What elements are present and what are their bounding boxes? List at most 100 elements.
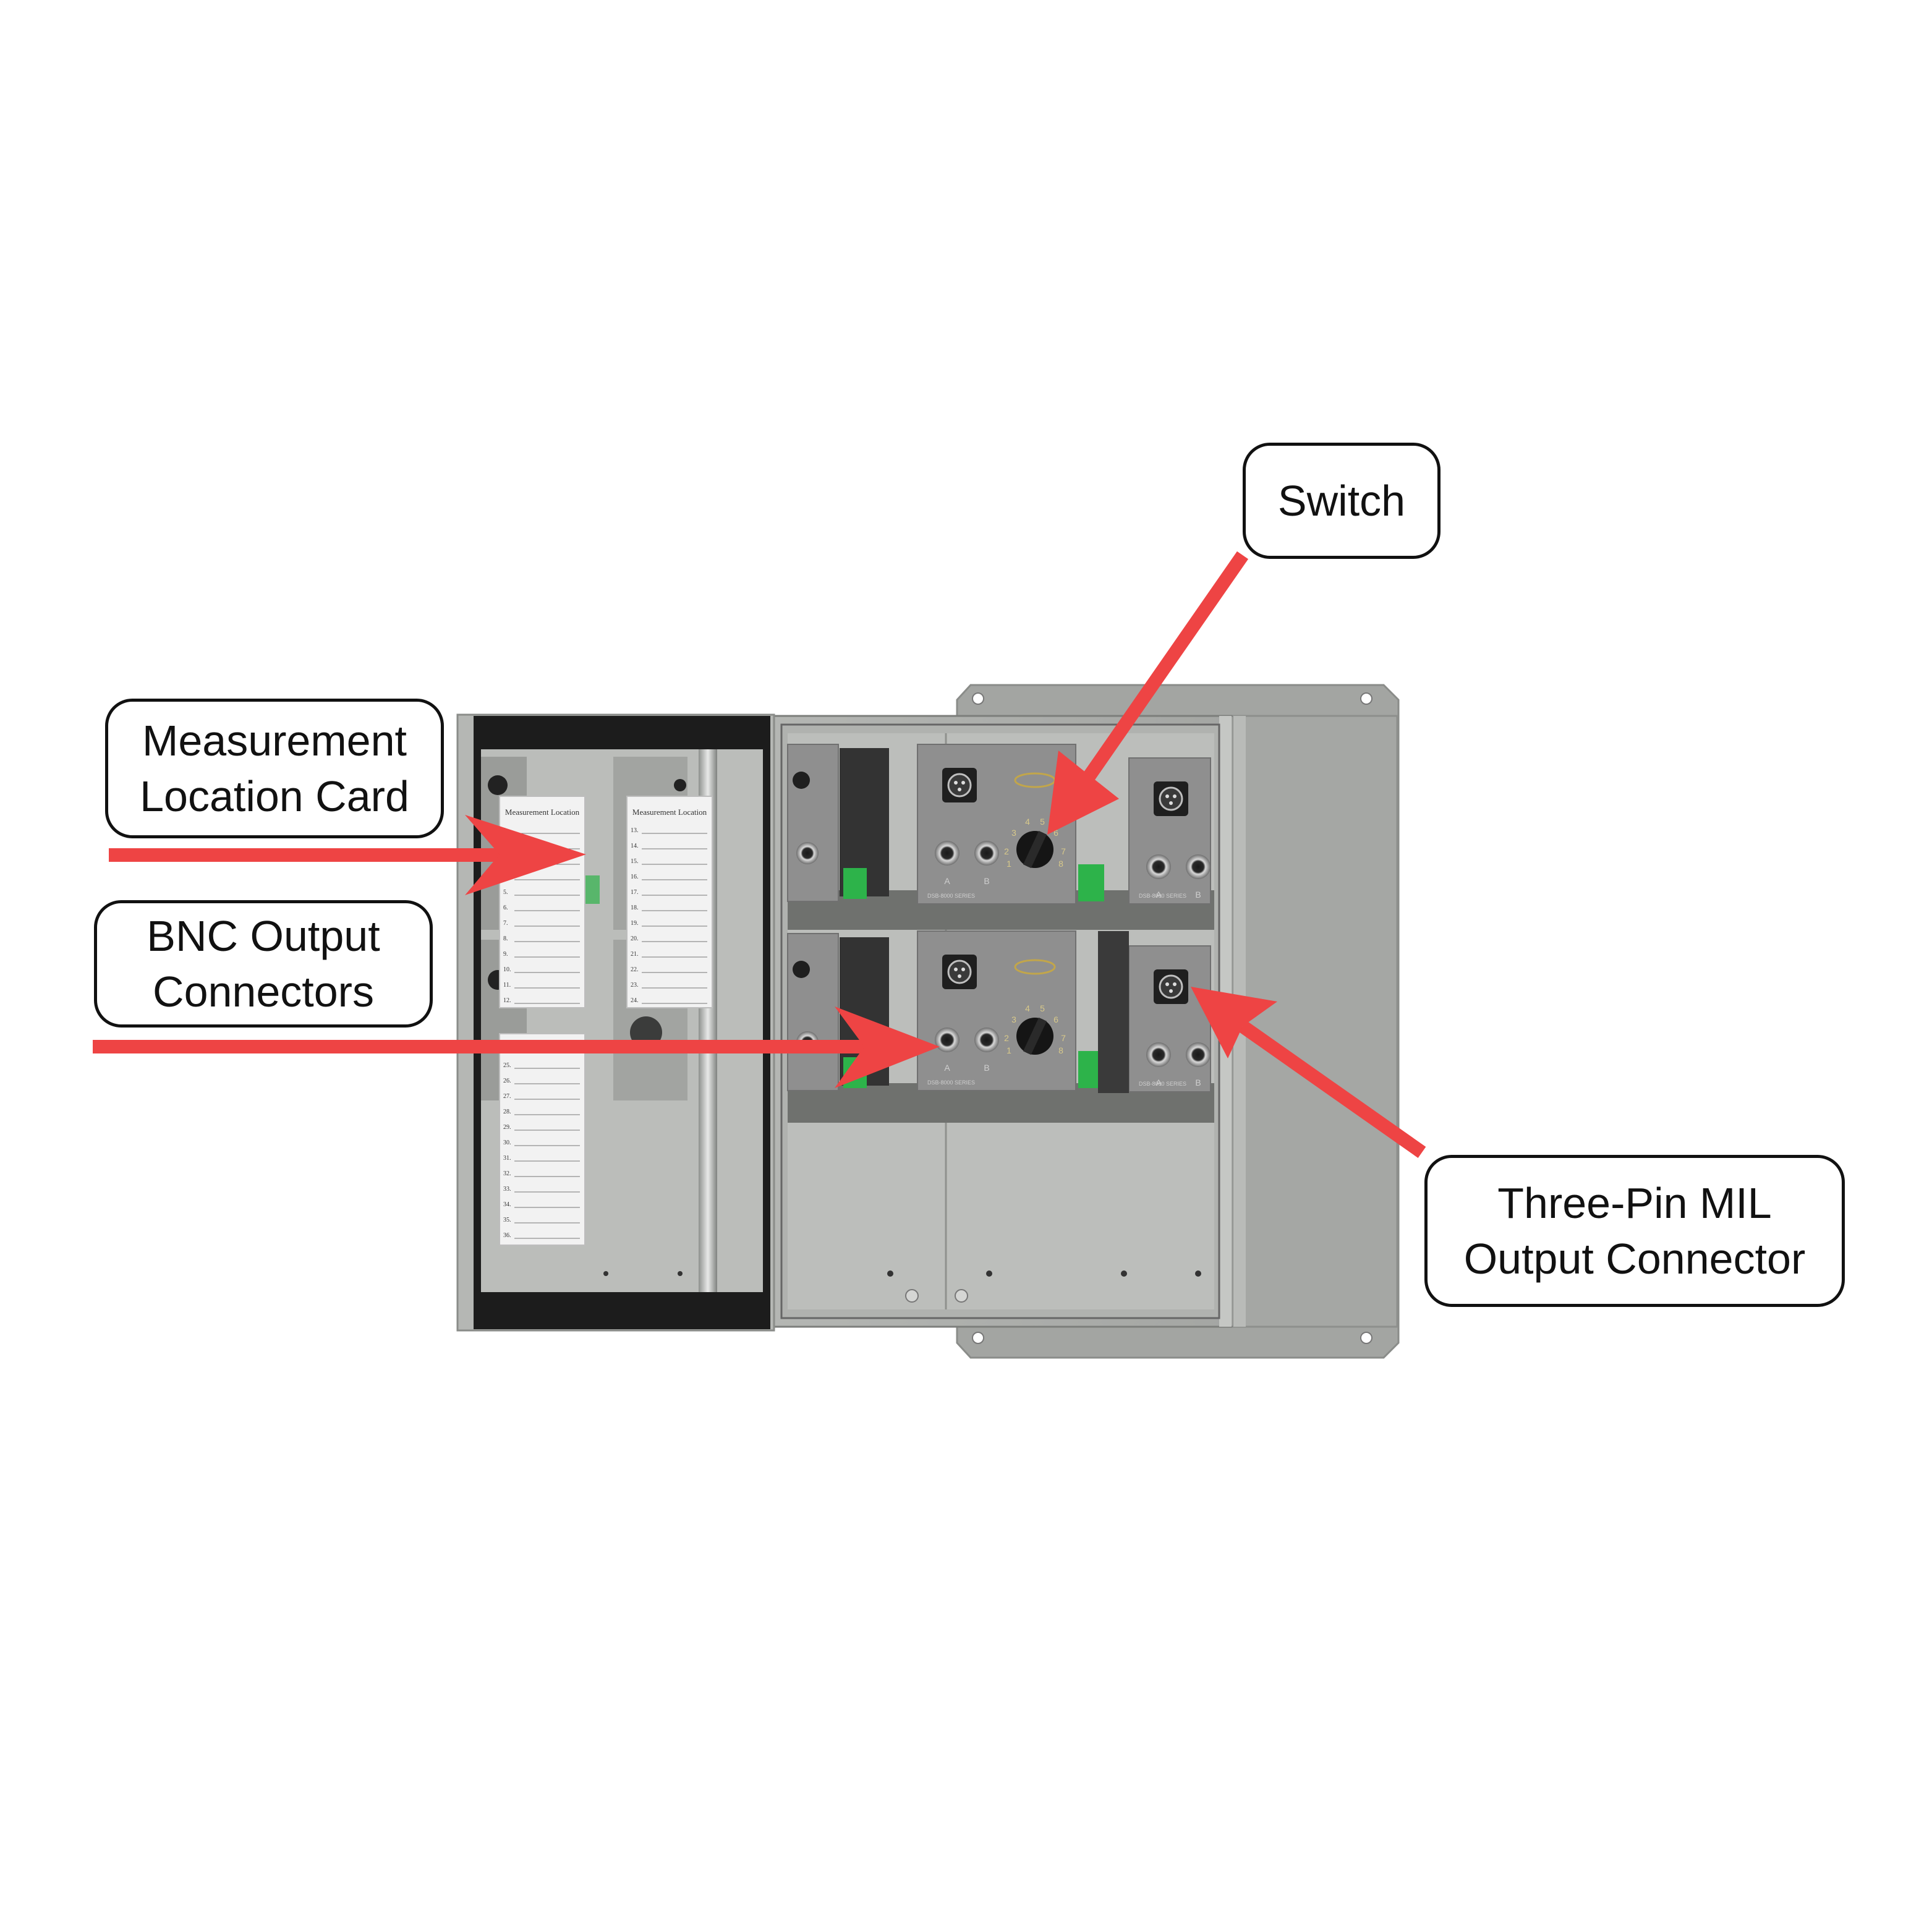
module-gap [1098, 931, 1129, 1093]
card-row-number: 20. [631, 935, 639, 942]
port-label-b: B [1195, 1078, 1201, 1087]
card-row-number: 14. [631, 843, 639, 849]
card-row-number: 36. [503, 1232, 511, 1239]
measurement-card-3: Measurement Location 25.26.27.28.29.30.3… [499, 1033, 585, 1246]
card-row-number: 33. [503, 1186, 511, 1193]
mil-connector-icon [1154, 781, 1188, 816]
switch-position-label: 1 [1006, 859, 1011, 869]
arrow-bnc-head [835, 1006, 940, 1088]
card-row-number: 15. [631, 858, 639, 865]
callout-switch: Switch [1243, 443, 1440, 559]
callout-bnc-line-1: BNC Output [147, 912, 380, 960]
callout-bnc-output-connectors: BNC Output Connectors [94, 900, 433, 1028]
switch-position-label: 2 [1004, 846, 1009, 856]
rotary-switch-icon[interactable] [1016, 1017, 1053, 1055]
arrow-switch-head [1047, 751, 1119, 835]
switch-position-label: 3 [1011, 1015, 1016, 1024]
callout-three-pin-mil-output-connector: Three-Pin MIL Output Connector [1424, 1155, 1845, 1307]
card-row-number: 32. [503, 1170, 511, 1177]
terminal-block [1078, 864, 1104, 901]
port-label-b: B [984, 876, 989, 886]
switch-position-label: 4 [1025, 1003, 1030, 1013]
bnc-connector-icon [1186, 854, 1211, 879]
card-row-number: 8. [503, 935, 508, 942]
bnc-connector-icon [974, 841, 999, 866]
bnc-connector-icon [935, 841, 960, 866]
card-row-number: 12. [503, 997, 511, 1004]
callout-measurement-location-card: Measurement Location Card [105, 699, 444, 838]
card-row-number: 26. [503, 1078, 511, 1084]
module-series-label: DSB-8000 SERIES [1139, 893, 1186, 899]
bnc-connector-icon [1186, 1042, 1211, 1067]
bnc-connector-icon [796, 842, 819, 864]
card-row-number: 18. [631, 904, 639, 911]
measurement-card-1: Measurement Location 1.2.3.4.5.6.7.8.9.1… [499, 796, 585, 1008]
port-label-b: B [984, 1063, 989, 1073]
card-row-number: 17. [631, 889, 639, 896]
card-row-number: 22. [631, 966, 639, 973]
switch-position-label: 5 [1040, 817, 1045, 827]
card-row-number: 23. [631, 982, 639, 989]
measurement-card-2: Measurement Location 13. 14. 15. 16. 17. 18. 1… [626, 796, 713, 1008]
switch-position-label: 1 [1006, 1045, 1011, 1055]
card-row-number: 25. [503, 1062, 511, 1069]
card-row-number: 35. [503, 1217, 511, 1223]
card-row-number: 30. [503, 1139, 511, 1146]
switch-position-label: 5 [1040, 1003, 1045, 1013]
signal-module-partial [787, 744, 889, 902]
arrow-switch-shaft [1082, 551, 1249, 782]
mil-connector-icon [793, 961, 810, 978]
rotary-switch-icon[interactable] [1016, 830, 1053, 869]
card-row-number: 31. [503, 1155, 511, 1162]
card-row-number: 6. [503, 904, 508, 911]
switch-position-label: 8 [1058, 1045, 1063, 1055]
arrow-card-head [465, 815, 586, 895]
bnc-connector-icon [935, 1028, 960, 1052]
card-row-number: 34. [503, 1201, 511, 1208]
card-row-number: 24. [631, 997, 639, 1004]
port-label-a: A [1155, 1078, 1162, 1087]
callout-mil-line-1: Three-Pin MIL [1497, 1179, 1772, 1227]
card-row-number: 27. [503, 1093, 511, 1100]
callout-switch-line-1: Switch [1277, 477, 1406, 525]
callout-card-line-1: Measurement [142, 717, 407, 765]
callout-bnc-line-2: Connectors [153, 968, 374, 1016]
card-row-number: 11. [503, 982, 511, 989]
card-row-number: 9. [503, 951, 508, 958]
mil-connector-icon [942, 768, 977, 802]
arrow-bnc-shaft [93, 1040, 909, 1053]
signal-module: A B DSB-8000 SERIES [1128, 945, 1211, 1092]
arrow-mil-shaft [1238, 1021, 1426, 1158]
card-row-number: 21. [631, 951, 639, 958]
card-row-number: 5. [503, 889, 508, 896]
switch-position-label: 2 [1004, 1033, 1009, 1043]
mil-connector-icon [1154, 969, 1188, 1004]
module-series-label: DSB-8000 SERIES [1139, 1081, 1186, 1087]
arrow-mil-head [1191, 987, 1277, 1058]
brand-logo-icon [1014, 959, 1056, 975]
switch-position-label: 7 [1061, 1033, 1066, 1043]
bnc-connector-icon [1146, 1042, 1171, 1067]
mil-connector-icon [942, 955, 977, 989]
port-label-a: A [1155, 890, 1162, 900]
card-row-number: 7. [503, 920, 508, 927]
switch-position-label: 6 [1053, 1015, 1058, 1024]
port-label-a: A [944, 876, 950, 886]
switch-position-label: 7 [1061, 846, 1066, 856]
port-label-a: A [944, 1063, 950, 1073]
card-row-number: 10. [503, 966, 511, 973]
switch-position-label: 4 [1025, 817, 1030, 827]
bnc-connector-icon [1146, 854, 1171, 879]
module-series-label: DSB-8000 SERIES [927, 893, 975, 899]
card-row-number: 29. [503, 1124, 511, 1131]
card-title: Measurement Location [632, 807, 707, 817]
card-row-number: 13. [631, 827, 639, 834]
card-row-number: 19. [631, 920, 639, 927]
callout-arrows [93, 551, 1426, 1158]
card-row-number: 16. [631, 874, 639, 880]
bnc-connector-icon [974, 1028, 999, 1052]
module-series-label: DSB-8000 SERIES [927, 1079, 975, 1086]
